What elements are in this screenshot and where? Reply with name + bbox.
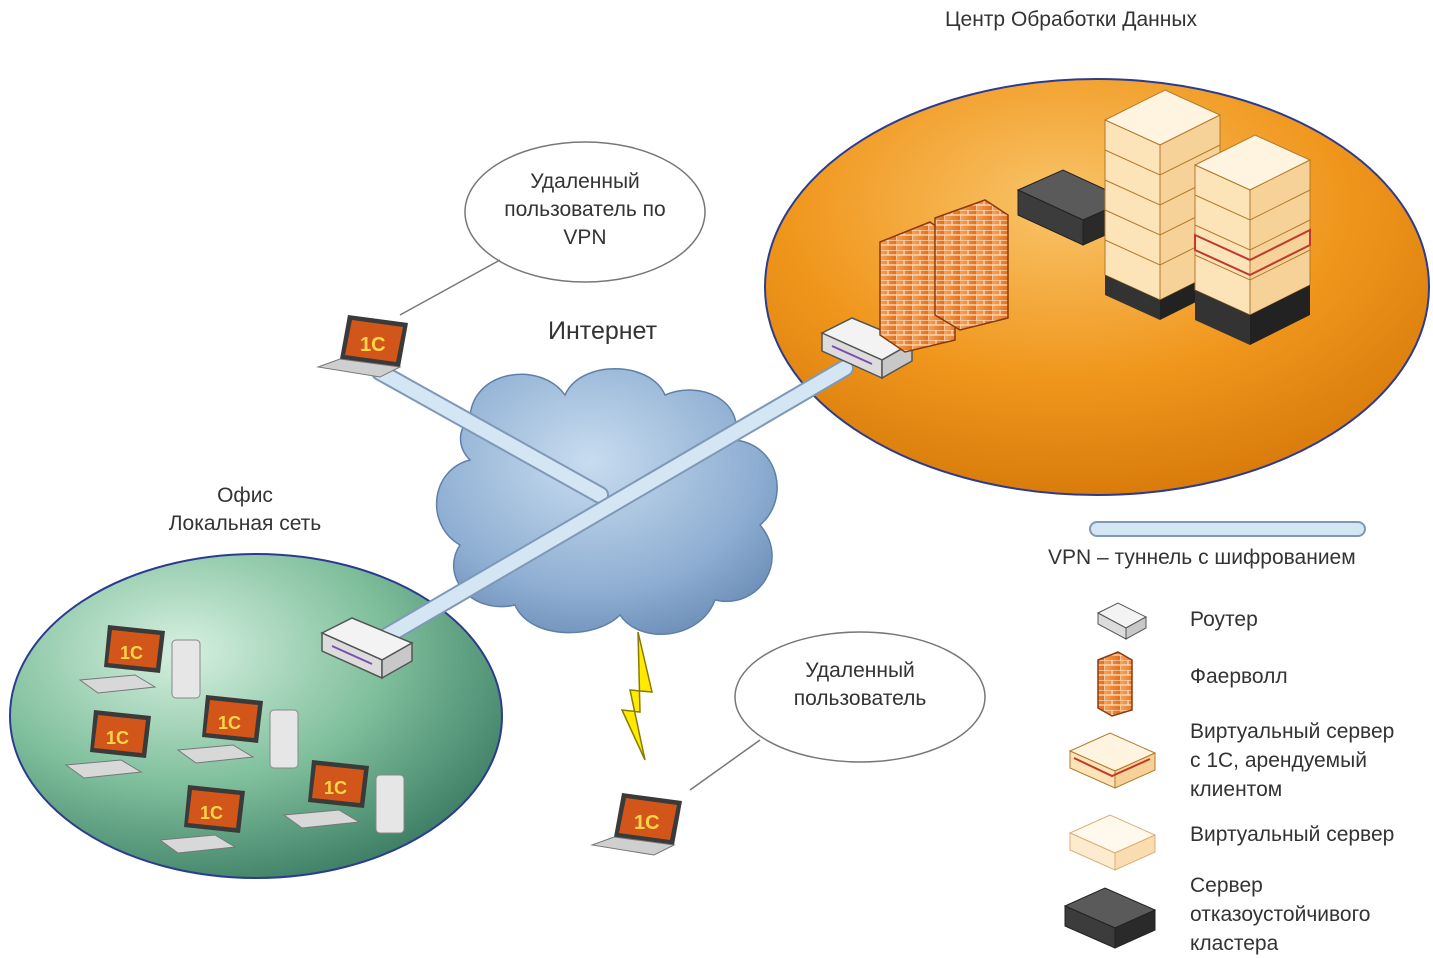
- office-line1: Офис: [217, 484, 273, 507]
- legend-cluster-label: Сервер отказоустойчивого кластера: [1190, 871, 1370, 958]
- svg-text:1C: 1C: [106, 728, 129, 748]
- legend-firewall-label: Фаерволл: [1190, 665, 1288, 688]
- vpn-user-bubble: [464, 141, 706, 283]
- vpn-user-label: Удаленный пользователь по VPN: [485, 168, 685, 252]
- legend-vs-label: Виртуальный сервер: [1190, 823, 1395, 846]
- svg-text:1C: 1C: [120, 643, 143, 663]
- legend-virtual-server-1c-icon: [1068, 732, 1157, 789]
- legend-vs1c-label: Виртуальный сервер с 1С, арендуемый клие…: [1190, 717, 1394, 804]
- remote-user-line2: пользователь: [793, 687, 927, 710]
- svg-text:1C: 1C: [360, 334, 386, 356]
- firewall-icon: [879, 199, 1009, 353]
- legend-router-label: Роутер: [1190, 608, 1258, 631]
- internet-label: Интернет: [548, 317, 658, 345]
- legend-cluster-line3: кластера: [1190, 932, 1279, 955]
- vpn-user-line2: пользователь по: [504, 198, 666, 221]
- desktop-1c-icon: 1C: [282, 760, 405, 834]
- svg-text:1C: 1C: [634, 812, 660, 834]
- office-line2: Локальная сеть: [168, 512, 322, 535]
- svg-text:1C: 1C: [200, 803, 223, 823]
- legend-cluster-line2: отказоустойчивого: [1190, 903, 1371, 926]
- remote-user-label: Удаленный пользователь: [760, 657, 960, 713]
- legend-virtual-server-icon: [1068, 814, 1157, 871]
- vpn-user-line1: Удаленный: [530, 170, 640, 193]
- server-rack-2: [1193, 134, 1312, 345]
- remote-user-bubble: [734, 631, 986, 763]
- legend-vs1c-line1: Виртуальный сервер: [1190, 720, 1395, 743]
- desktop-1c-icon: 1C: [176, 695, 299, 769]
- legend-tunnel-swatch: [1089, 521, 1366, 537]
- vpn-user-line3: VPN: [563, 226, 607, 249]
- laptop-1c-icon: 1C: [316, 315, 408, 378]
- office-computers: 1C 1C 1C 1C 1C: [64, 625, 405, 854]
- legend-cluster-server-icon: [1063, 887, 1157, 949]
- legend-tunnel-label: VPN – туннель с шифрованием: [1048, 546, 1356, 569]
- legend-vs1c-line3: клиентом: [1190, 778, 1283, 801]
- router-icon: [320, 617, 414, 680]
- legend-vs1c-line2: с 1С, арендуемый: [1190, 749, 1367, 772]
- desktop-1c-icon: 1C: [64, 710, 151, 779]
- legend-cluster-line1: Сервер: [1190, 874, 1263, 897]
- svg-text:1C: 1C: [324, 778, 347, 798]
- vpn-tunnels: [371, 359, 854, 649]
- datacenter-zone: [764, 78, 1430, 496]
- datacenter-title: Центр Обработки Данных: [945, 8, 1197, 31]
- wireless-link-icon: [620, 631, 653, 761]
- office-label: Офис Локальная сеть: [150, 482, 340, 538]
- svg-text:1C: 1C: [218, 713, 241, 733]
- legend-firewall-icon: [1097, 651, 1133, 717]
- router-icon: [820, 317, 914, 380]
- desktop-1c-icon: 1C: [158, 785, 245, 854]
- desktop-1c-icon: 1C: [78, 625, 201, 699]
- remote-user-line1: Удаленный: [805, 659, 915, 682]
- legend-router-icon: [1096, 602, 1148, 640]
- laptop-1c-icon: 1C: [590, 793, 682, 856]
